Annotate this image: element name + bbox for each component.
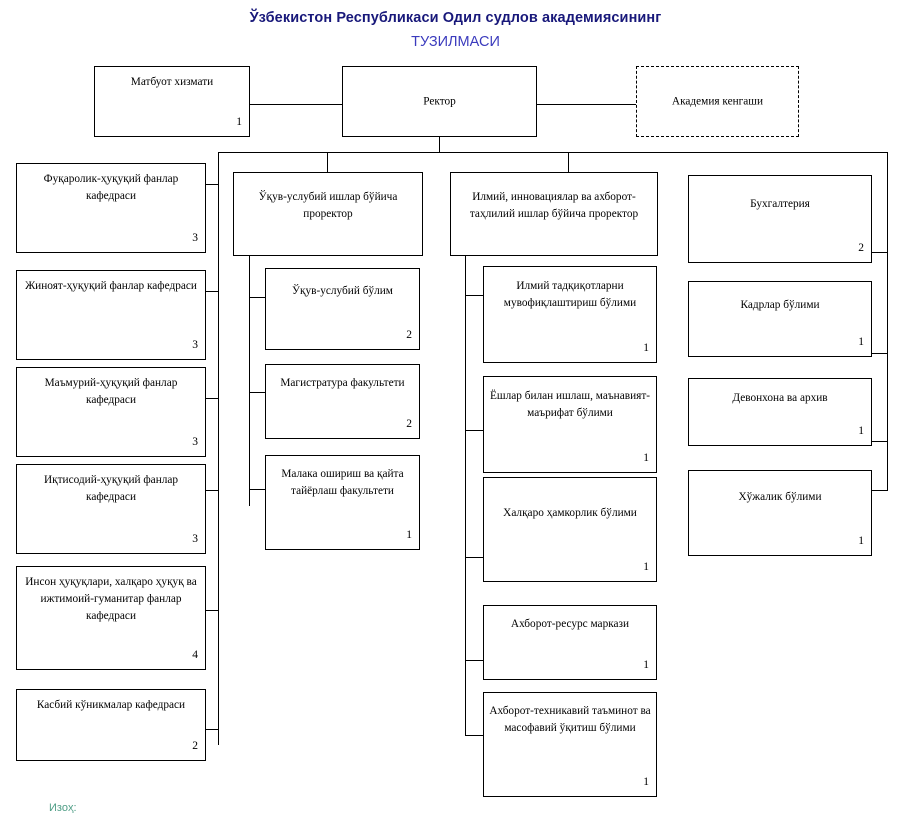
node-count: 1 (643, 342, 649, 354)
connector-vrs-child-4 (465, 660, 483, 661)
node-chancellery-archive[interactable]: Девонхона ва архив 1 (688, 378, 872, 446)
connector-vre-spine (249, 256, 250, 506)
connector-bus-vr-science (568, 152, 569, 172)
footer-note: Изоҳ: (49, 802, 77, 813)
connector-vre-child-2 (249, 392, 265, 393)
node-retraining-faculty[interactable]: Малака ошириш ва қайта тайёрлаш факульте… (265, 455, 420, 550)
node-label: Малака ошириш ва қайта тайёрлаш факульте… (281, 468, 404, 497)
node-personnel-department[interactable]: Кадрлар бўлими 1 (688, 281, 872, 357)
node-label: Ахборот-ресурс маркази (510, 618, 630, 630)
node-label: Бухгалтерия (750, 198, 810, 210)
node-count: 1 (406, 529, 412, 541)
connector-admin-3 (872, 441, 888, 442)
node-vice-rector-education[interactable]: Ўқув-услубий ишлар бўйича проректор (233, 172, 423, 256)
node-label: Жиноят-ҳуқуқий фанлар кафедраси (25, 280, 197, 292)
connector-vre-child-1 (249, 297, 265, 298)
node-youth-spirituality[interactable]: Ёшлар билан ишлаш, маънавият-маърифат бў… (483, 376, 657, 473)
connector-dept-5 (205, 610, 219, 611)
node-department-human-rights[interactable]: Инсон ҳуқуқлари, халқаро ҳуқуқ ва ижтимо… (16, 566, 206, 670)
node-count: 2 (406, 329, 412, 341)
node-count: 1 (858, 336, 864, 348)
node-label: Касбий кўникмалар кафедраси (36, 699, 186, 711)
node-label: Ректор (423, 95, 456, 107)
connector-dept-6 (205, 729, 219, 730)
node-count: 1 (236, 116, 242, 128)
connector-admin-2 (872, 353, 888, 354)
node-research-coordination[interactable]: Илмий тадқиқотларни мувофиқлаштириш бўли… (483, 266, 657, 363)
node-label: Ўқув-услубий бўлим (292, 285, 393, 297)
node-label: Академия кенгаши (671, 95, 764, 107)
node-label: Маъмурий-ҳуқуқий фанлар кафедраси (44, 377, 178, 406)
node-label: Ахборот-техникавий таъминот ва масофавий… (489, 705, 651, 734)
node-count: 1 (858, 535, 864, 547)
node-label: Хўжалик бўлими (738, 491, 822, 503)
connector-dept-3 (205, 398, 219, 399)
node-label: Ўқув-услубий ишлар бўйича проректор (258, 191, 398, 220)
node-count: 2 (406, 418, 412, 430)
connector-vrs-spine (465, 256, 466, 735)
node-department-economic-law[interactable]: Иқтисодий-ҳуқуқий фанлар кафедраси 3 (16, 464, 206, 554)
connector-vre-child-3 (249, 489, 265, 490)
node-count: 2 (192, 740, 198, 752)
connector-vrs-child-3 (465, 557, 483, 558)
node-label: Ёшлар билан ишлаш, маънавият-маърифат бў… (489, 390, 651, 419)
node-accounting[interactable]: Бухгалтерия 2 (688, 175, 872, 263)
node-label: Магистратура факультети (280, 377, 405, 389)
connector-right-spine (887, 152, 888, 490)
title-line-1: Ўзбекистон Республикаси Одил судлов акад… (249, 10, 662, 26)
connector-rector-drop (439, 136, 440, 153)
connector-dept-2 (205, 291, 219, 292)
node-rector[interactable]: Ректор (342, 66, 537, 137)
node-department-criminal-law[interactable]: Жиноят-ҳуқуқий фанлар кафедраси 3 (16, 270, 206, 360)
node-label: Девонхона ва архив (732, 392, 828, 404)
node-press-service[interactable]: Матбуот хизмати 1 (94, 66, 250, 137)
node-label: Илмий тадқиқотларни мувофиқлаштириш бўли… (503, 280, 637, 309)
node-department-civil-law[interactable]: Фуқаролик-ҳуқуқий фанлар кафедраси 3 (16, 163, 206, 253)
node-count: 1 (643, 659, 649, 671)
node-international-cooperation[interactable]: Халқаро ҳамкорлик бўлими 1 (483, 477, 657, 582)
connector-vrs-child-5 (465, 735, 483, 736)
node-count: 1 (643, 452, 649, 464)
node-count: 4 (192, 649, 198, 661)
node-count: 3 (192, 232, 198, 244)
page-title: Ўзбекистон Республикаси Одил судлов акад… (0, 8, 911, 53)
connector-bus-vr-education (327, 152, 328, 172)
connector-rector-council (536, 104, 637, 105)
node-label: Матбуот хизмати (130, 76, 214, 88)
connector-admin-1 (872, 252, 888, 253)
node-label: Инсон ҳуқуқлари, халқаро ҳуқуқ ва ижтимо… (25, 576, 197, 622)
node-label: Фуқаролик-ҳуқуқий фанлар кафедраси (43, 173, 179, 202)
node-label: Халқаро ҳамкорлик бўлими (503, 507, 637, 519)
node-it-distance-learning[interactable]: Ахборот-техникавий таъминот ва масофавий… (483, 692, 657, 797)
node-count: 3 (192, 533, 198, 545)
title-line-2: ТУЗИЛМАСИ (411, 34, 500, 50)
node-count: 1 (643, 561, 649, 573)
connector-vrs-child-2 (465, 430, 483, 431)
node-label: Кадрлар бўлими (740, 299, 820, 311)
node-department-administrative-law[interactable]: Маъмурий-ҳуқуқий фанлар кафедраси 3 (16, 367, 206, 457)
connector-dept-1 (205, 184, 219, 185)
connector-left-spine (218, 152, 219, 745)
node-masters-faculty[interactable]: Магистратура факультети 2 (265, 364, 420, 439)
node-label: Иқтисодий-ҳуқуқий фанлар кафедраси (43, 474, 179, 503)
connector-vrs-child-1 (465, 295, 483, 296)
node-label: Илмий, инновациялар ва ахборот-таҳлилий … (469, 191, 639, 220)
connector-admin-4 (872, 490, 888, 491)
node-vice-rector-science[interactable]: Илмий, инновациялар ва ахборот-таҳлилий … (450, 172, 658, 256)
node-economic-department[interactable]: Хўжалик бўлими 1 (688, 470, 872, 556)
node-count: 1 (858, 425, 864, 437)
node-count: 1 (643, 776, 649, 788)
node-count: 2 (858, 242, 864, 254)
node-methodical-department[interactable]: Ўқув-услубий бўлим 2 (265, 268, 420, 350)
node-academic-council[interactable]: Академия кенгаши (636, 66, 799, 137)
connector-dept-4 (205, 490, 219, 491)
node-count: 3 (192, 339, 198, 351)
connector-main-bus (218, 152, 888, 153)
node-department-professional-skills[interactable]: Касбий кўникмалар кафедраси 2 (16, 689, 206, 761)
connector-rector-press (249, 104, 343, 105)
node-count: 3 (192, 436, 198, 448)
node-information-resource-center[interactable]: Ахборот-ресурс маркази 1 (483, 605, 657, 680)
